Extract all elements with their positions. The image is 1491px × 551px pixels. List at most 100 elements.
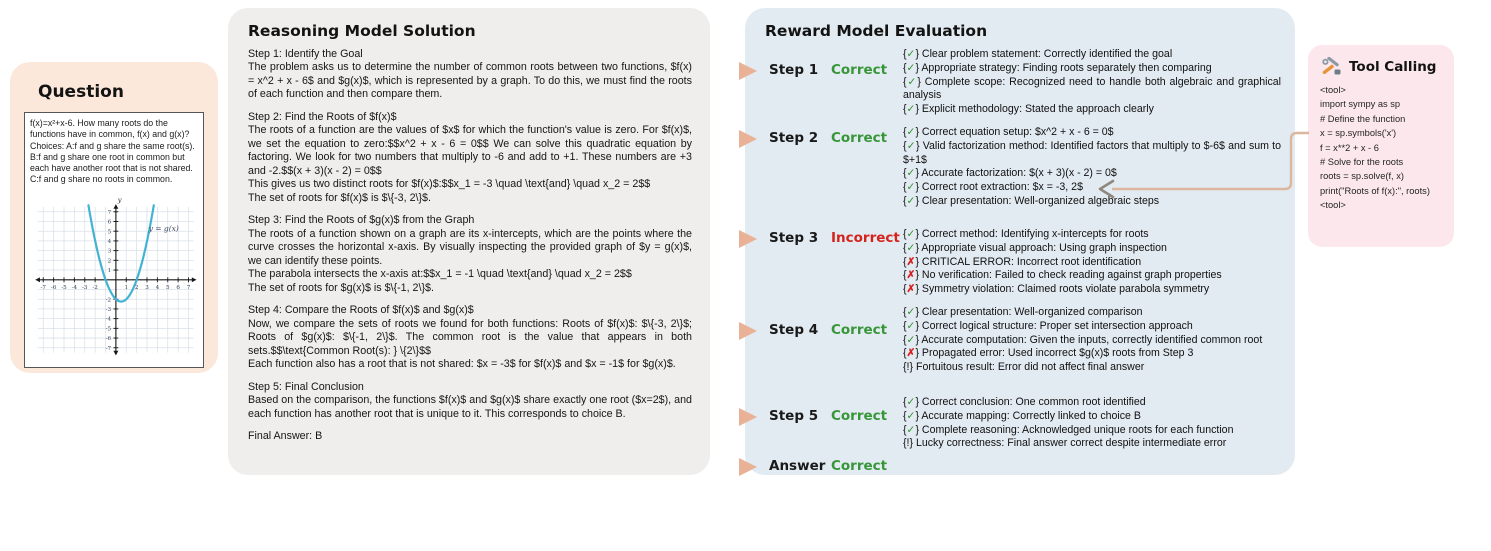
evaluation-item: {✓} Valid factorization method: Identifi… <box>903 139 1281 166</box>
evaluation-verdict: Correct <box>831 62 888 78</box>
svg-text:3: 3 <box>145 285 149 291</box>
svg-text:4: 4 <box>108 238 112 244</box>
evaluation-verdict: Correct <box>831 408 888 424</box>
evaluation-row: Step 1 Correct {✓} Clear problem statement… <box>769 48 1281 117</box>
question-panel-title: Question <box>38 82 124 102</box>
tool-code-block: <tool> import sympy as sp # Define the f… <box>1320 85 1430 211</box>
evaluation-step-label: Step 2 <box>769 130 819 146</box>
check-mark-icon: ✓ <box>906 396 916 408</box>
evaluation-row: Step 5 Correct {✓} Correct conclusion: One… <box>769 396 1281 451</box>
tool-calling-title: Tool Calling <box>1349 59 1437 75</box>
svg-text:1: 1 <box>108 268 112 274</box>
svg-text:4: 4 <box>156 285 160 291</box>
bang-mark-icon: ! <box>906 361 910 374</box>
evaluation-item: {✗} CRITICAL ERROR: Incorrect root ident… <box>903 255 1142 268</box>
evaluation-item-list: {✓} Correct conclusion: One common root … <box>903 396 1281 451</box>
svg-text:-4: -4 <box>72 285 78 291</box>
check-mark-icon: ✓ <box>906 48 916 60</box>
evaluation-item: {✓} Complete reasoning: Acknowledged uni… <box>903 423 1234 436</box>
evaluation-item-list: {✓} Clear problem statement: Correctly i… <box>903 48 1281 117</box>
hammer-wrench-icon <box>1322 57 1341 75</box>
svg-text:-3: -3 <box>106 306 112 312</box>
check-mark-icon: ✓ <box>906 75 918 88</box>
check-mark-icon: ✓ <box>906 167 916 180</box>
check-mark-icon: ✓ <box>906 319 916 332</box>
question-card: f(x)=x²+x-6. How many roots do the funct… <box>24 112 204 368</box>
evaluation-verdict: Correct <box>831 322 888 338</box>
svg-text:-7: -7 <box>106 345 112 351</box>
check-mark-icon: ✓ <box>906 241 916 254</box>
evaluation-item: {✓} Accurate computation: Given the inpu… <box>903 333 1263 346</box>
evaluation-item: {✗} Symmetry violation: Claimed roots vi… <box>903 283 1210 296</box>
evaluation-item: {✓} Appropriate visual approach: Using g… <box>903 241 1167 254</box>
check-mark-icon: ✓ <box>906 423 916 436</box>
evaluation-item: {✓} Accurate mapping: Correctly linked t… <box>903 409 1141 422</box>
check-mark-icon: ✓ <box>906 126 916 138</box>
evaluation-item: {✓} Complete scope: Recognized need to h… <box>903 75 1281 102</box>
solution-step: Step 4: Compare the Roots of $f(x)$ and … <box>248 304 692 371</box>
svg-text:5: 5 <box>166 285 170 291</box>
evaluation-item-list: {✓} Correct method: Identifying x-interc… <box>903 228 1281 297</box>
check-mark-icon: ✓ <box>906 306 916 318</box>
evaluation-item: {✓} Clear presentation: Well-organized c… <box>903 306 1143 318</box>
check-mark-icon: ✓ <box>906 139 916 152</box>
evaluation-item: {✓} Correct logical structure: Proper se… <box>903 319 1193 332</box>
cross-mark-icon: ✗ <box>906 347 916 360</box>
solution-step: Step 1: Identify the Goal The problem as… <box>248 48 692 101</box>
svg-text:-4: -4 <box>106 316 112 322</box>
check-mark-icon: ✓ <box>906 103 916 116</box>
evaluation-item-list: {✓} Clear presentation: Well-organized c… <box>903 306 1281 375</box>
check-mark-icon: ✓ <box>906 61 916 74</box>
svg-text:2: 2 <box>108 258 112 264</box>
evaluation-step-label: Step 4 <box>769 322 819 338</box>
evaluation-item: {✓} Correct equation setup: $x^2 + x - 6… <box>903 126 1114 138</box>
check-mark-icon: ✓ <box>906 181 916 194</box>
svg-text:-5: -5 <box>106 326 112 332</box>
svg-text:7: 7 <box>108 209 112 215</box>
evaluation-item: {✗} Propagated error: Used incorrect $g(… <box>903 347 1194 360</box>
evaluation-item: {✗} No verification: Failed to check rea… <box>903 269 1222 282</box>
svg-text:-2: -2 <box>92 285 98 291</box>
question-text: f(x)=x²+x-6. How many roots do the funct… <box>30 118 195 185</box>
solution-step: Step 3: Find the Roots of $g(x)$ from th… <box>248 214 692 294</box>
evaluation-step-label: Step 1 <box>769 62 819 78</box>
cross-mark-icon: ✗ <box>906 283 916 296</box>
solution-step: Step 2: Find the Roots of $f(x)$ The roo… <box>248 110 692 204</box>
solution-step: Final Answer: B <box>248 430 323 443</box>
svg-text:-5: -5 <box>61 285 67 291</box>
evaluation-panel-title: Reward Model Evaluation <box>765 22 988 40</box>
solution-step: Step 5: Final Conclusion Based on the co… <box>248 380 692 420</box>
svg-text:y: y <box>117 196 122 204</box>
evaluation-item: {✓} Accurate factorization: $(x + 3)(x -… <box>903 167 1117 180</box>
tool-calling-header: Tool Calling <box>1320 57 1444 77</box>
check-mark-icon: ✓ <box>906 409 916 422</box>
svg-text:5: 5 <box>108 229 112 235</box>
evaluation-item: {!} Lucky correctness: Final answer corr… <box>903 437 1227 450</box>
question-panel: Question f(x)=x²+x-6. How many roots do … <box>10 62 218 373</box>
svg-text:-3: -3 <box>82 285 88 291</box>
curve-label: y = g(x) <box>148 224 179 233</box>
check-mark-icon: ✓ <box>906 228 916 240</box>
svg-text:-2: -2 <box>106 297 112 303</box>
check-mark-icon: ✓ <box>906 194 916 207</box>
solution-panel: Reasoning Model Solution Step 1: Identif… <box>228 8 710 475</box>
evaluation-verdict: Incorrect <box>831 230 900 246</box>
svg-text:6: 6 <box>176 285 180 291</box>
svg-text:3: 3 <box>108 248 112 254</box>
evaluation-verdict: Correct <box>831 458 888 474</box>
tool-calling-panel: Tool Calling <tool> import sympy as sp #… <box>1308 45 1454 247</box>
svg-text:2: 2 <box>135 285 139 291</box>
svg-text:1: 1 <box>124 285 128 291</box>
svg-text:-6: -6 <box>51 285 57 291</box>
svg-text:6: 6 <box>108 219 112 225</box>
solution-panel-title: Reasoning Model Solution <box>248 22 476 40</box>
evaluation-step-label: Step 5 <box>769 408 819 424</box>
check-mark-icon: ✓ <box>906 333 916 346</box>
evaluation-item: {✓} Correct method: Identifying x-interc… <box>903 228 1149 240</box>
cross-mark-icon: ✗ <box>906 269 916 282</box>
evaluation-item-list: {✓} Correct equation setup: $x^2 + x - 6… <box>903 126 1281 209</box>
